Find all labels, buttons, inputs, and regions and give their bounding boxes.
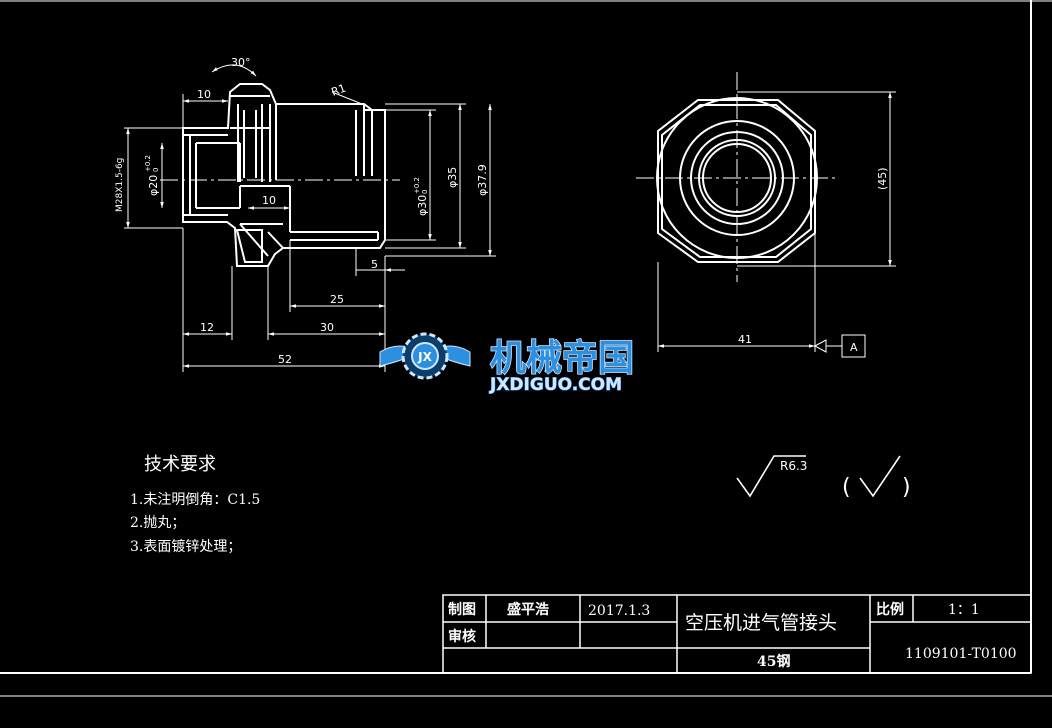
drawn-name: 盛平浩 (507, 601, 549, 618)
scale-value: 1：1 (948, 602, 980, 618)
dim-45: (45) (876, 167, 889, 190)
dim-10-top: 10 (197, 88, 211, 101)
surface-roughness (736, 455, 901, 498)
dim-d30-tol-lower: 0 (421, 190, 429, 194)
dim-d35: φ35 (446, 167, 459, 188)
dim-30-angle: 30° (231, 56, 251, 69)
check-label: 审核 (448, 628, 476, 645)
tech-req-title: 技术要求 (144, 454, 216, 475)
drawing-number: 1109101-T0100 (905, 646, 1017, 662)
dim-10-inner: 10 (262, 194, 276, 207)
section-dimensions (124, 64, 496, 372)
tech-req-item: 3.表面镀锌处理； (130, 538, 241, 555)
roughness-paren-open: ( (842, 475, 851, 500)
watermark-url: JXDIGUO.COM (489, 375, 622, 395)
dim-thread: M28X1.5-6g (115, 158, 125, 212)
title-block: 制图 盛平浩 2017.1.3 审核 空压机进气管接头 45钢 比例 1：1 1… (442, 594, 1032, 674)
dim-5: 5 (371, 258, 378, 271)
scale-label: 比例 (876, 601, 904, 618)
tech-req-item: 2.抛丸； (130, 515, 185, 531)
tech-requirements: 技术要求 1.未注明倒角：C1.5 2.抛丸； 3.表面镀锌处理； (130, 454, 260, 555)
dim-r1: R1 (330, 82, 348, 99)
dim-bore-tol-upper: +0.2 (144, 155, 152, 172)
section-dimension-labels: 30° R1 10 M28X1.5-6g φ20 +0.2 0 10 φ30 +… (115, 56, 489, 366)
dim-30-len: 30 (320, 321, 334, 334)
dim-d30-tol-upper: +0.2 (413, 177, 421, 194)
dim-12: 12 (200, 321, 214, 334)
end-view (656, 97, 818, 263)
roughness-check-icon (859, 455, 901, 498)
end-view-dimensions (657, 91, 896, 358)
part-name: 空压机进气管接头 (685, 612, 837, 634)
watermark-logo: JX 机械帝国 JXDIGUO.COM (379, 332, 635, 396)
dim-41: 41 (738, 333, 752, 346)
section-view (182, 83, 386, 267)
roughness-value: R6.3 (780, 459, 807, 473)
material: 45钢 (757, 653, 790, 670)
dim-bore: φ20 (147, 175, 160, 196)
surface-roughness-labels: R6.3 ( ) (780, 459, 911, 500)
dim-d379: φ37.9 (476, 164, 489, 196)
end-view-labels: (45) 41 A (738, 167, 889, 354)
drawn-date: 2017.1.3 (588, 603, 650, 619)
roughness-paren-close: ) (902, 475, 911, 500)
dim-d30: φ30 (416, 195, 429, 216)
watermark-brand: 机械帝国 (490, 338, 634, 379)
dim-bore-tol-lower: 0 (152, 168, 160, 172)
drawn-label: 制图 (448, 601, 476, 618)
watermark-badge: JX (417, 350, 432, 364)
datum-a: A (850, 341, 858, 354)
dim-25: 25 (330, 293, 344, 306)
end-view-centerlines (636, 72, 838, 282)
dim-52: 52 (278, 353, 292, 366)
tech-req-item: 1.未注明倒角：C1.5 (130, 492, 260, 508)
part-outline (182, 83, 386, 267)
roughness-symbol (736, 455, 806, 498)
